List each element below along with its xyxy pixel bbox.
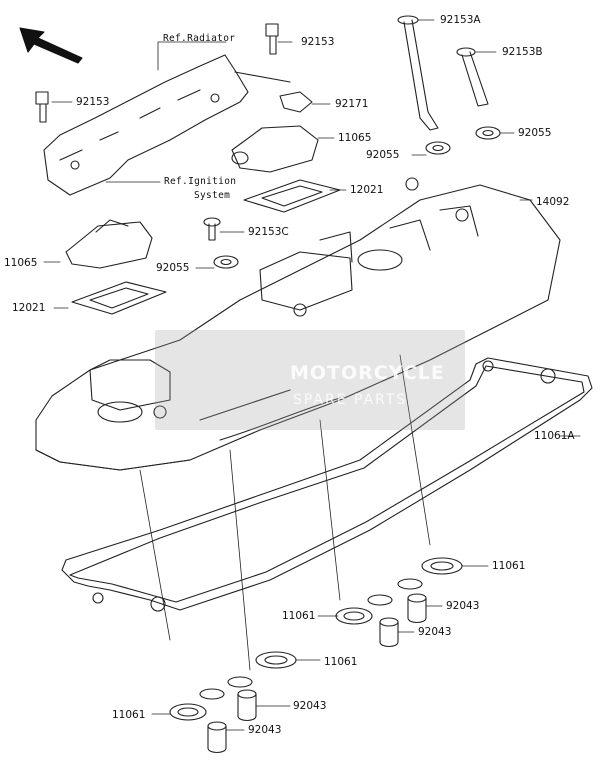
bolt-92153B bbox=[456, 47, 489, 107]
part-label: 92055 bbox=[518, 127, 552, 139]
washer-92055-b bbox=[475, 126, 501, 140]
part-label: 11065 bbox=[338, 132, 372, 144]
part-label: 92153C bbox=[248, 226, 289, 238]
screw-92153-left bbox=[35, 91, 49, 123]
seal-11061-a bbox=[169, 651, 297, 721]
cylinder-head-cover-14092 bbox=[35, 177, 561, 471]
washer-92055-a bbox=[425, 141, 451, 155]
watermark-title: MOTORCYCLE bbox=[290, 362, 445, 384]
part-label: 92171 bbox=[335, 98, 369, 110]
ref-radiator-label: Ref.Radiator bbox=[163, 33, 236, 44]
bracket bbox=[43, 54, 249, 196]
part-label: 92153 bbox=[301, 36, 335, 48]
clip-92171 bbox=[279, 91, 313, 113]
direction-arrow-icon bbox=[19, 27, 83, 64]
part-label: 11061 bbox=[492, 560, 526, 572]
part-label: 92153B bbox=[502, 46, 543, 58]
watermark-box bbox=[155, 330, 465, 430]
plate-12021-right bbox=[243, 179, 341, 213]
cover-11065-left bbox=[65, 219, 153, 269]
collar-92043 bbox=[207, 593, 427, 754]
part-label: 12021 bbox=[12, 302, 46, 314]
screw-92153-top bbox=[265, 23, 279, 55]
plate-12021-left bbox=[71, 281, 167, 315]
part-label: 12021 bbox=[350, 184, 384, 196]
part-label: 92043 bbox=[418, 626, 452, 638]
part-label: 92153A bbox=[440, 14, 481, 26]
part-label: 11065 bbox=[4, 257, 38, 269]
part-label: 92153 bbox=[76, 96, 110, 108]
ref-ignition-label: Ref.Ignition bbox=[164, 176, 237, 187]
part-label: 11061 bbox=[112, 709, 146, 721]
washer-92055-c bbox=[213, 255, 239, 269]
part-label: 92043 bbox=[293, 700, 327, 712]
screw-92153C bbox=[203, 217, 221, 241]
part-label: 11061 bbox=[282, 610, 316, 622]
seal-11061-b bbox=[335, 557, 463, 625]
ref-ignition-system-label: System bbox=[194, 190, 231, 201]
part-label: 11061A bbox=[534, 430, 575, 442]
part-label: 92043 bbox=[446, 600, 480, 612]
part-label: 92055 bbox=[156, 262, 190, 274]
leader-lines bbox=[43, 19, 581, 731]
part-label: 92043 bbox=[248, 724, 282, 736]
part-label: 11061 bbox=[324, 656, 358, 668]
gasket-11061A bbox=[61, 357, 593, 611]
part-label: 92055 bbox=[366, 149, 400, 161]
watermark-subtitle: SPARE PARTS bbox=[293, 392, 408, 408]
part-label: 14092 bbox=[536, 196, 570, 208]
bolt-92153A bbox=[397, 15, 439, 131]
cover-11065-right bbox=[231, 125, 319, 173]
